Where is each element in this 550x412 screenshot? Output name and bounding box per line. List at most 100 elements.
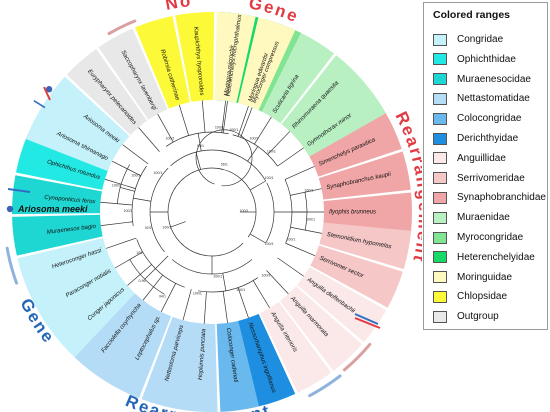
highlight-marker (33, 100, 46, 109)
internal-branch (247, 146, 259, 162)
bootstrap-label: 100/1 (265, 242, 274, 246)
bootstrap-label: 92/1 (145, 226, 152, 230)
terminal-branch (290, 226, 323, 234)
terminal-branch (277, 147, 304, 167)
range-wedge (74, 293, 152, 381)
internal-branch (222, 272, 227, 291)
internal-branch (155, 255, 169, 269)
terminal-branch (267, 131, 291, 155)
branch-arc (304, 192, 308, 231)
accent-red-bottom (354, 317, 381, 329)
internal-branch (195, 152, 201, 170)
bootstrap-label: 100/1 (236, 288, 245, 292)
internal-branch (197, 133, 202, 152)
legend-item: Myrocongridae (433, 229, 523, 246)
highlight-taxon-label: Ariosoma meeki (17, 204, 88, 214)
range-wedge (297, 81, 387, 158)
legend-label: Ophichthidae (457, 53, 516, 65)
range-wedge (237, 313, 296, 407)
legend-swatch (433, 92, 447, 105)
circular-phylogenetic-tree: 100/1 100/1 100/1 100/1 100/1 100/1 100/1 100/1… (5, 0, 422, 412)
terminal-branch (277, 257, 304, 277)
legend-swatch (433, 132, 447, 145)
branch-arc (195, 129, 253, 187)
terminal-branch (160, 283, 176, 312)
range-wedge (281, 55, 365, 140)
range-wedge (104, 306, 172, 399)
terminal-branch (285, 242, 316, 257)
range-wedge (12, 214, 103, 256)
branch-arc (165, 131, 229, 147)
legend-item: Heterenchelyidae (433, 249, 535, 266)
range-wedge (261, 32, 335, 124)
highlight-dot (45, 86, 53, 93)
range-wedge (297, 266, 387, 343)
legend-label: Congridae (457, 34, 504, 45)
legend-label: Myrocongridae (457, 232, 524, 243)
terminal-branch (104, 178, 136, 189)
legend-label: Muraenidae (457, 212, 510, 224)
legend-item: Colocongridae (433, 110, 522, 127)
terminal-branch (100, 201, 133, 206)
terminal-branch (237, 105, 249, 137)
legend-item: Moringuidae (433, 269, 512, 286)
terminal-branch (266, 270, 289, 295)
terminal-branch (254, 116, 272, 145)
bootstrap-label: 100/1 (166, 136, 175, 140)
branch-arc (284, 179, 293, 244)
range-wedge (141, 316, 194, 410)
bootstrap-label: 100/1 (240, 209, 249, 213)
terminal-branch (105, 237, 137, 249)
range-wedge (260, 301, 332, 393)
legend-swatch (433, 53, 447, 66)
bootstrap-label: 0.96 (138, 279, 145, 283)
range-wedge (29, 258, 121, 329)
legend-item: Anguillidae (433, 150, 506, 167)
range-wedge (48, 276, 136, 358)
bootstrap-label: 100/1 (286, 238, 295, 242)
highlight-taxon-dot (6, 205, 14, 213)
terminal-branch (100, 221, 133, 226)
range-wedge (25, 104, 118, 172)
legend-swatch (433, 251, 447, 264)
legend-title: Colored ranges (433, 9, 511, 21)
bootstrap-label: 100/1 (193, 292, 202, 296)
bootstrap-label: 100/1 (250, 136, 259, 140)
terminal-branch (112, 160, 141, 176)
branch-arc (171, 259, 253, 275)
taxon-label: Cynoponticus ferox (44, 195, 97, 206)
bootstrap-label: 100/1 (112, 183, 121, 187)
branch-arc (218, 168, 257, 238)
branch-arc (149, 167, 169, 253)
range-wedge (309, 113, 402, 177)
terminal-branch (240, 107, 253, 138)
taxon-label: Ilyophis brunneus (329, 210, 376, 216)
legend-swatch (433, 310, 447, 323)
terminal-branch (182, 289, 192, 321)
branch-arc (170, 149, 234, 167)
internal-branch (144, 268, 156, 280)
legend-label: Moringuidae (457, 271, 513, 283)
legend-swatch (433, 172, 447, 185)
terminal-branch (178, 104, 189, 136)
terminal-branch (237, 287, 249, 319)
taxon-label: Kaupichthys hyoproroides (192, 26, 204, 95)
legend-label: Outgroup (457, 311, 499, 323)
legend-label: Heterenchelyidae (457, 251, 535, 263)
legend-item: Synaphobranchidae (433, 189, 546, 206)
branch-arc (167, 167, 244, 257)
terminal-branch (203, 291, 207, 324)
bootstrap-label: 100/1 (265, 176, 274, 180)
branch-arc (265, 182, 275, 244)
range-wedge (17, 237, 111, 296)
legend-swatch (433, 231, 447, 244)
range-wedge (214, 12, 256, 103)
range-wedge (310, 245, 403, 308)
internal-branch (120, 187, 135, 192)
branch-arc (131, 165, 147, 226)
internal-branch (133, 197, 152, 202)
accent-blue-left (7, 188, 31, 193)
arrow-right (342, 342, 372, 372)
